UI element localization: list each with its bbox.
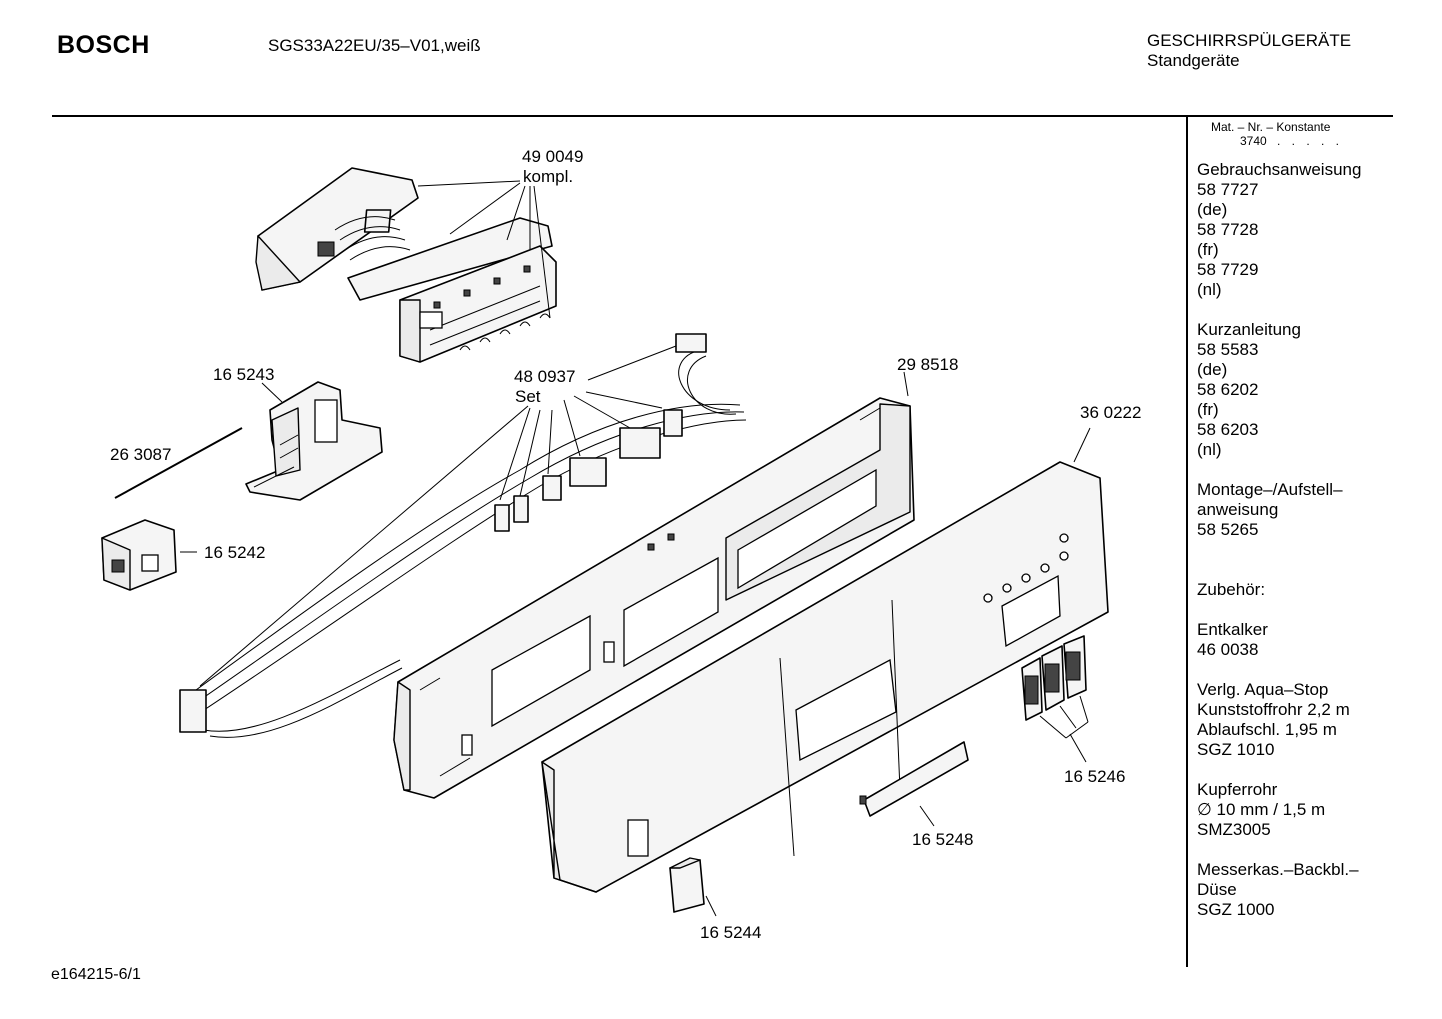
sidebar-divider xyxy=(1186,117,1188,967)
sidebar-line: 58 6203 xyxy=(1197,420,1259,439)
sidebar-line xyxy=(1197,760,1392,780)
sidebar-line xyxy=(1197,540,1392,560)
sidebar-line: Kunststoffrohr 2,2 m xyxy=(1197,700,1350,719)
sidebar-line: Zubehör: xyxy=(1197,580,1266,599)
strip-part-165248[interactable] xyxy=(859,741,969,817)
brand-logo: BOSCH xyxy=(57,31,150,59)
category-title: GESCHIRRSPÜLGERÄTE xyxy=(1147,31,1352,50)
sidebar-line: (fr) xyxy=(1197,240,1219,259)
sidebar-line xyxy=(1197,660,1392,680)
sidebar-line: Entkalker xyxy=(1197,620,1268,639)
label-480937: 48 0937 xyxy=(514,367,575,386)
sidebar-line: 58 6202 xyxy=(1197,380,1259,399)
sidebar-line: Kupferrohr xyxy=(1197,780,1278,799)
label-165244: 16 5244 xyxy=(700,923,761,942)
sidebar-line: Messerkas.–Backbl.– xyxy=(1197,860,1359,879)
sidebar-line: SGZ 1000 xyxy=(1197,900,1275,919)
sidebar-line: 58 5583 xyxy=(1197,340,1259,359)
sidebar-line: SGZ 1010 xyxy=(1197,740,1275,759)
header-divider xyxy=(52,115,1393,117)
sidebar-line: 58 7729 xyxy=(1197,260,1259,279)
sidebar-line xyxy=(1197,840,1392,860)
sidebar-line: 58 7728 xyxy=(1197,220,1259,239)
sidebar-line: Montage–/Aufstell– xyxy=(1197,480,1343,499)
sidebar-line: ∅ 10 mm / 1,5 m xyxy=(1197,800,1326,819)
sidebar-line: SMZ3005 xyxy=(1197,820,1271,839)
label-165243: 16 5243 xyxy=(213,365,274,384)
switch-part-165242[interactable] xyxy=(101,519,177,591)
control-panel-frame-part[interactable] xyxy=(393,397,915,799)
label-165242: 16 5242 xyxy=(204,543,265,562)
sidebar-line xyxy=(1197,600,1392,620)
sidebar-line: Düse xyxy=(1197,880,1237,899)
sidebar-line xyxy=(1197,300,1392,320)
sidebar-line: (nl) xyxy=(1197,440,1222,459)
category-subtitle: Standgeräte xyxy=(1147,51,1240,70)
sidebar-line: Gebrauchsanweisung xyxy=(1197,160,1362,179)
label-165248: 16 5248 xyxy=(912,830,973,849)
model-number: SGS33A22EU/35–V01,weiß xyxy=(268,36,481,55)
sidebar-line: (de) xyxy=(1197,360,1228,379)
document-id: e164215-6/1 xyxy=(51,966,141,983)
material-number-value: 3740 xyxy=(1240,134,1267,148)
sidebar-line: (de) xyxy=(1197,200,1228,219)
sidebar-line: anweisung xyxy=(1197,500,1279,519)
material-number-dots: . . . . . xyxy=(1277,134,1344,148)
label-490049: 49 0049 xyxy=(522,147,583,166)
sidebar-line xyxy=(1197,460,1392,480)
sidebar-line xyxy=(1197,560,1392,580)
rod-part-263087[interactable] xyxy=(114,427,243,499)
bracket-part-165243[interactable] xyxy=(245,381,383,501)
sidebar-line: (fr) xyxy=(1197,400,1219,419)
sidebar-line: Kurzanleitung xyxy=(1197,320,1301,339)
buttons-part-165246[interactable] xyxy=(1021,635,1087,721)
cable-set-part[interactable] xyxy=(179,333,747,738)
exploded-parts-diagram: 49 0049 kompl. 48 0937 Set 16 5243 26 30… xyxy=(101,147,1141,942)
sidebar-line: 58 7727 xyxy=(1197,180,1259,199)
front-panel-part[interactable] xyxy=(541,461,1109,893)
sidebar-line: Ablaufschl. 1,95 m xyxy=(1197,720,1337,739)
sidebar-line: Verlg. Aqua–Stop xyxy=(1197,680,1329,699)
label-360222: 36 0222 xyxy=(1080,403,1141,422)
sidebar-line: 46 0038 xyxy=(1197,640,1259,659)
electronic-module-part[interactable] xyxy=(255,167,557,363)
label-480937-sub: Set xyxy=(515,387,541,406)
sidebar-line: 58 5265 xyxy=(1197,520,1259,539)
sidebar-line: (nl) xyxy=(1197,280,1222,299)
label-490049-sub: kompl. xyxy=(523,167,573,186)
material-number-header: Mat. – Nr. – Konstante xyxy=(1211,120,1331,134)
label-165246: 16 5246 xyxy=(1064,767,1125,786)
knob-part-165244[interactable] xyxy=(669,857,705,913)
label-263087: 26 3087 xyxy=(110,445,171,464)
label-298518: 29 8518 xyxy=(897,355,958,374)
